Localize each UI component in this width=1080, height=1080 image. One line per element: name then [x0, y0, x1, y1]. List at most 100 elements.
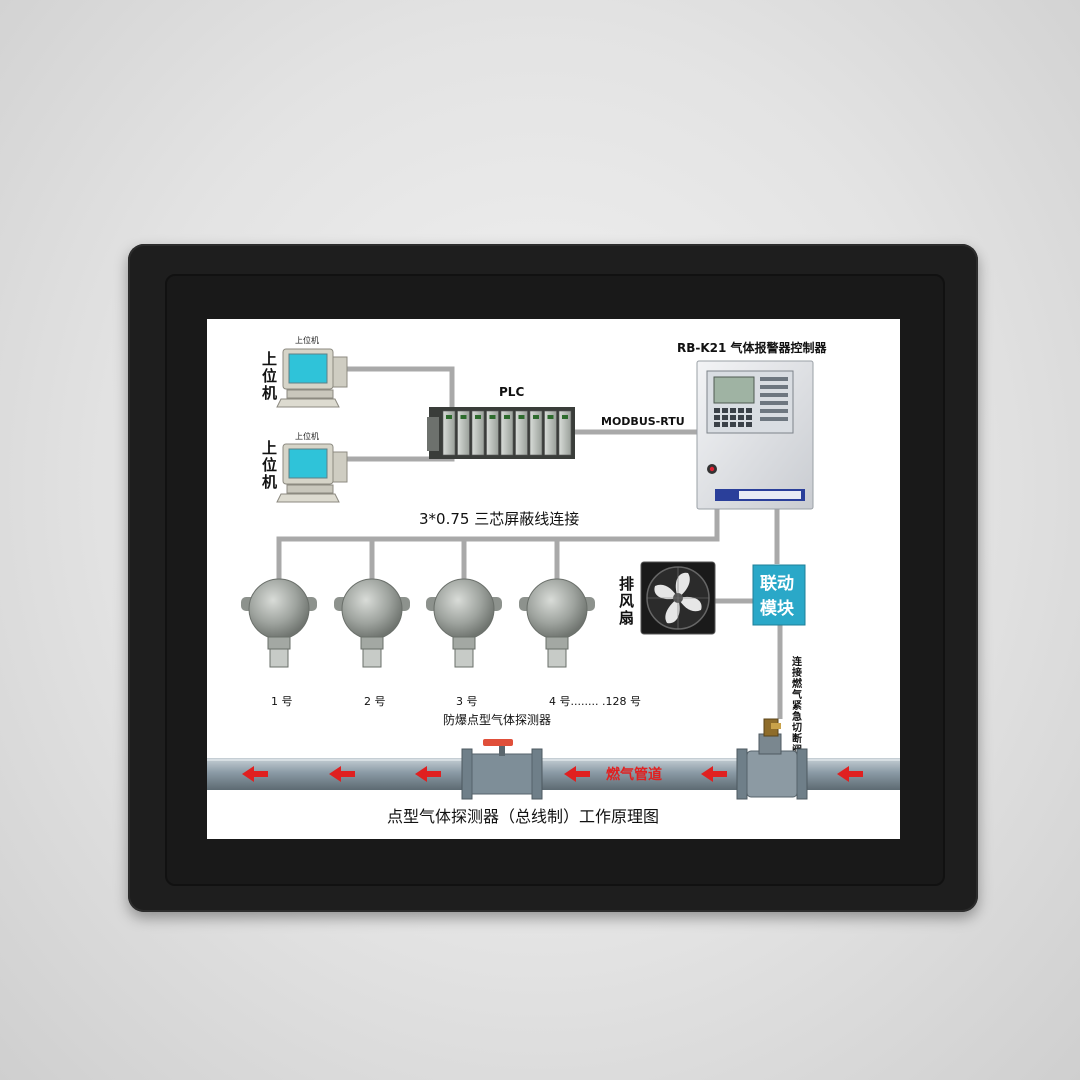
controller-key — [738, 415, 744, 420]
plc-module — [442, 410, 456, 456]
controller-key — [746, 422, 752, 427]
plc-module — [558, 410, 572, 456]
computer-icon — [276, 348, 348, 408]
valve-link-char: 气 — [791, 688, 802, 701]
exhaust-fan-label-char1: 排 — [619, 575, 634, 593]
flow-arrows — [242, 766, 863, 782]
detector-neck — [267, 636, 291, 650]
controller-indicator — [760, 385, 788, 389]
plc-module-led — [504, 415, 510, 419]
plc-rack-icon — [427, 407, 575, 459]
arrow-left-shape — [564, 766, 590, 782]
detector-number: 1 号 — [271, 695, 293, 708]
arrow-left-icon — [701, 766, 727, 782]
controller-indicator — [760, 409, 788, 413]
controller-indicator — [760, 377, 788, 381]
upper-pc-2-small-label: 上位机 — [295, 431, 319, 441]
valve-link-char: 断 — [792, 732, 802, 745]
diagram-title: 点型气体探测器（总线制）工作原理图 — [387, 807, 659, 826]
manual-valve-icon — [471, 739, 533, 795]
gas-detector-icon — [426, 578, 502, 668]
plc-module-led — [460, 415, 467, 419]
gas-detector-icon — [519, 578, 595, 668]
valve-link-char: 急 — [792, 710, 802, 723]
valve-link-char: 切 — [792, 722, 802, 734]
detector-sensor — [454, 648, 474, 668]
plc-module — [471, 410, 485, 456]
linkage-module-label-line1: 联动 — [760, 574, 794, 594]
valve-icon — [746, 718, 798, 798]
arrow-left-icon — [837, 766, 863, 782]
arrow-left-icon — [564, 766, 590, 782]
valve-link-char: 接 — [792, 666, 802, 679]
detector-number: 3 号 — [456, 695, 478, 708]
valve-link-label: 连接燃气紧急切断阀 — [791, 655, 803, 756]
valve-link-char: 紧 — [792, 699, 802, 712]
detector-neck — [452, 636, 476, 650]
valve-link-char: 燃 — [792, 677, 803, 690]
arrow-left-shape — [242, 766, 268, 782]
detector-neck — [360, 636, 384, 650]
wiring — [276, 366, 783, 719]
controller-key — [714, 415, 720, 420]
detector-body — [526, 578, 588, 640]
plc-module-led — [518, 415, 525, 419]
exhaust-fan-label-char2: 风 — [619, 592, 634, 610]
upper-pc-2: 上 位 机 上位机 — [262, 431, 348, 503]
controller-key — [722, 422, 728, 427]
controller-key — [722, 408, 728, 413]
plc-module-led — [547, 415, 554, 419]
plc-module-led — [475, 415, 481, 419]
controller-key — [730, 415, 736, 420]
controller-key — [722, 415, 728, 420]
upper-pc-1-small-label: 上位机 — [295, 335, 319, 345]
arrow-left-icon — [415, 766, 441, 782]
detector-sensor — [362, 648, 382, 668]
arrow-left-icon — [329, 766, 355, 782]
exhaust-fan-label: 排 风 扇 — [619, 575, 634, 627]
plc-module — [500, 410, 514, 456]
gas-detector-icon — [334, 578, 410, 668]
plc-module — [515, 410, 528, 456]
arrow-left-icon — [242, 766, 268, 782]
plc-module — [457, 410, 470, 456]
arrow-left-shape — [701, 766, 727, 782]
plc-module-led — [446, 415, 452, 419]
plc-label: PLC — [499, 385, 524, 399]
controller-label: RB-K21 气体报警器控制器 — [677, 340, 828, 355]
linkage-module-label-line2: 模块 — [760, 598, 795, 619]
detector-number: 4 号........ .128 号 — [549, 695, 641, 708]
upper-pc-1-label-char1: 上 — [262, 350, 277, 368]
industrial-panel-monitor: 上 位 机 上位机 上 位 机 上位机 — [128, 244, 978, 912]
controller-indicator — [760, 401, 788, 405]
fan-icon — [640, 561, 716, 635]
upper-pc-1-label-char2: 位 — [262, 367, 277, 385]
upper-pc-1-label-char3: 机 — [262, 384, 277, 402]
controller-indicator — [760, 393, 788, 397]
controller-key — [746, 415, 752, 420]
controller-key — [714, 408, 720, 413]
upper-pc-1: 上 位 机 上位机 — [262, 335, 348, 408]
controller-key — [730, 422, 736, 427]
controller-indicator — [760, 417, 788, 421]
upper-pc-2-label-char2: 位 — [262, 456, 277, 474]
plc-module — [529, 410, 543, 456]
controller-key — [738, 422, 744, 427]
detector-body — [341, 578, 403, 640]
detector-body — [248, 578, 310, 640]
valve-link-char: 连 — [792, 655, 803, 668]
detector-body — [433, 578, 495, 640]
arrow-left-shape — [329, 766, 355, 782]
detector-sensor — [269, 648, 289, 668]
detector-caption: 防爆点型气体探测器 — [443, 712, 551, 727]
protocol-label: MODBUS-RTU — [601, 415, 685, 428]
plc-module-led — [562, 415, 568, 419]
plc-module-led — [489, 415, 496, 419]
arrow-left-shape — [837, 766, 863, 782]
controller-key — [738, 408, 744, 413]
detector-sensor — [547, 648, 567, 668]
upper-pc-2-label-char3: 机 — [262, 473, 277, 491]
controller-key — [730, 408, 736, 413]
controller-cabinet-icon — [696, 360, 814, 510]
